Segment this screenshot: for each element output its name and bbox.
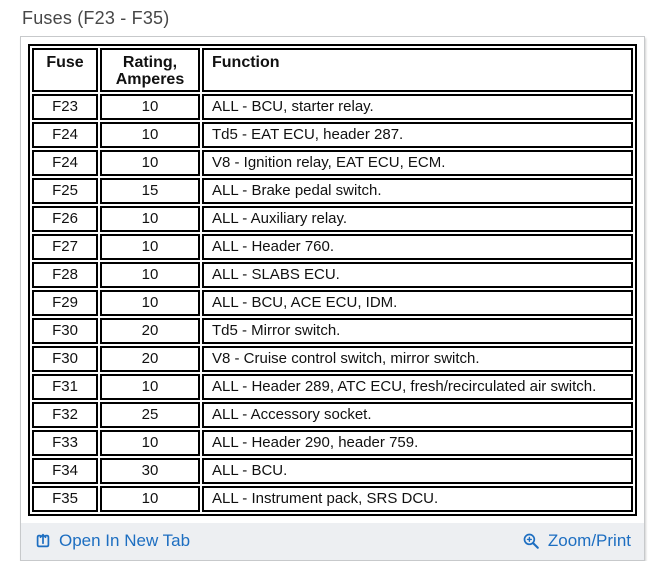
rating-cell: 10: [100, 206, 200, 232]
fuse-cell: F30: [32, 346, 98, 372]
column-header-rating-line1: Rating,: [122, 54, 178, 71]
fuse-table-wrap: Fuse Rating, Amperes Function F23 10 ALL…: [21, 37, 644, 516]
rating-cell: 10: [100, 486, 200, 512]
rating-cell: 10: [100, 290, 200, 316]
zoom-print-link[interactable]: Zoom/Print: [522, 531, 631, 551]
column-header-fuse: Fuse: [32, 48, 98, 92]
rating-cell: 20: [100, 318, 200, 344]
function-cell: ALL - SLABS ECU.: [202, 262, 633, 288]
table-row: F24 10 V8 - Ignition relay, EAT ECU, ECM…: [32, 150, 633, 176]
table-row: F23 10 ALL - BCU, starter relay.: [32, 94, 633, 120]
table-row: F30 20 V8 - Cruise control switch, mirro…: [32, 346, 633, 372]
rating-cell: 10: [100, 122, 200, 148]
table-row: F29 10 ALL - BCU, ACE ECU, IDM.: [32, 290, 633, 316]
rating-cell: 25: [100, 402, 200, 428]
function-cell: V8 - Ignition relay, EAT ECU, ECM.: [202, 150, 633, 176]
rating-cell: 15: [100, 178, 200, 204]
rating-cell: 10: [100, 430, 200, 456]
fuse-table: Fuse Rating, Amperes Function F23 10 ALL…: [28, 44, 637, 516]
open-in-new-tab-icon: [34, 532, 52, 550]
function-cell: ALL - Auxiliary relay.: [202, 206, 633, 232]
panel-footer: Open In New Tab Zoom/Print: [21, 523, 644, 560]
column-header-rating: Rating, Amperes: [100, 48, 200, 92]
rating-cell: 20: [100, 346, 200, 372]
fuse-table-panel: Fuse Rating, Amperes Function F23 10 ALL…: [20, 36, 645, 561]
table-row: F30 20 Td5 - Mirror switch.: [32, 318, 633, 344]
zoom-in-icon: [522, 532, 541, 551]
fuse-cell: F34: [32, 458, 98, 484]
table-header-row: Fuse Rating, Amperes Function: [32, 48, 633, 92]
table-row: F35 10 ALL - Instrument pack, SRS DCU.: [32, 486, 633, 512]
function-cell: ALL - Header 289, ATC ECU, fresh/recircu…: [202, 374, 633, 400]
fuse-cell: F27: [32, 234, 98, 260]
table-row: F26 10 ALL - Auxiliary relay.: [32, 206, 633, 232]
table-row: F31 10 ALL - Header 289, ATC ECU, fresh/…: [32, 374, 633, 400]
fuse-cell: F24: [32, 150, 98, 176]
fuse-cell: F32: [32, 402, 98, 428]
function-cell: ALL - Brake pedal switch.: [202, 178, 633, 204]
fuse-cell: F35: [32, 486, 98, 512]
fuse-cell: F33: [32, 430, 98, 456]
function-cell: ALL - BCU.: [202, 458, 633, 484]
table-row: F24 10 Td5 - EAT ECU, header 287.: [32, 122, 633, 148]
function-cell: Td5 - EAT ECU, header 287.: [202, 122, 633, 148]
function-cell: ALL - Header 290, header 759.: [202, 430, 633, 456]
function-cell: ALL - Instrument pack, SRS DCU.: [202, 486, 633, 512]
function-cell: ALL - BCU, starter relay.: [202, 94, 633, 120]
function-cell: ALL - Accessory socket.: [202, 402, 633, 428]
page-title: Fuses (F23 - F35): [22, 8, 170, 28]
fuse-cell: F26: [32, 206, 98, 232]
table-row: F27 10 ALL - Header 760.: [32, 234, 633, 260]
table-row: F33 10 ALL - Header 290, header 759.: [32, 430, 633, 456]
table-row: F25 15 ALL - Brake pedal switch.: [32, 178, 633, 204]
table-row: F34 30 ALL - BCU.: [32, 458, 633, 484]
rating-cell: 10: [100, 374, 200, 400]
function-cell: ALL - BCU, ACE ECU, IDM.: [202, 290, 633, 316]
fuse-cell: F25: [32, 178, 98, 204]
zoom-print-label: Zoom/Print: [547, 531, 631, 550]
fuse-cell: F23: [32, 94, 98, 120]
function-cell: ALL - Header 760.: [202, 234, 633, 260]
rating-cell: 10: [100, 262, 200, 288]
fuse-cell: F30: [32, 318, 98, 344]
fuse-cell: F24: [32, 122, 98, 148]
fuse-cell: F31: [32, 374, 98, 400]
column-header-rating-line2: Amperes: [115, 71, 185, 88]
rating-cell: 10: [100, 234, 200, 260]
function-cell: Td5 - Mirror switch.: [202, 318, 633, 344]
open-in-new-tab-link[interactable]: Open In New Tab: [34, 531, 190, 551]
rating-cell: 10: [100, 150, 200, 176]
open-in-new-tab-label: Open In New Tab: [59, 531, 191, 550]
rating-cell: 30: [100, 458, 200, 484]
fuse-cell: F28: [32, 262, 98, 288]
table-row: F28 10 ALL - SLABS ECU.: [32, 262, 633, 288]
table-row: F32 25 ALL - Accessory socket.: [32, 402, 633, 428]
rating-cell: 10: [100, 94, 200, 120]
fuse-cell: F29: [32, 290, 98, 316]
column-header-function: Function: [202, 48, 633, 92]
function-cell: V8 - Cruise control switch, mirror switc…: [202, 346, 633, 372]
